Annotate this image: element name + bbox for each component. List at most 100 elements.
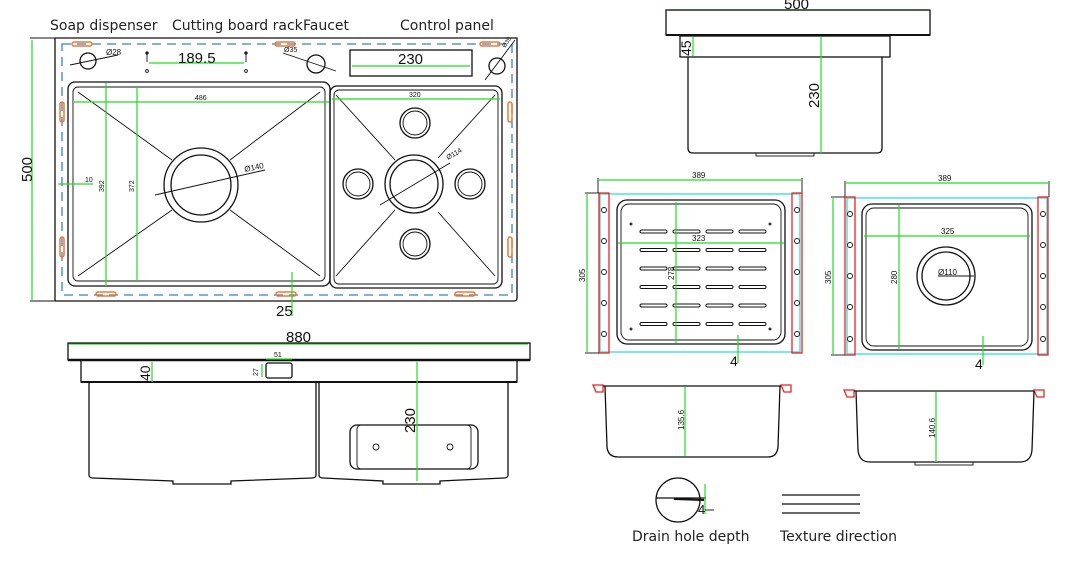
soap-dispenser-hole — [79, 52, 97, 70]
left-drain — [163, 147, 239, 223]
bowl-inner-height-label: 372 — [129, 180, 136, 192]
accessory-holes — [342, 107, 486, 260]
basket-right-inner-height-label: 280 — [890, 270, 899, 284]
drain-slot — [672, 285, 701, 289]
basket-left-outer-height-label: 305 — [578, 268, 587, 282]
soap-dia-label: Ø28 — [106, 48, 122, 57]
side-bowl-profile — [687, 57, 883, 154]
basket-right-depth-label: 140.6 — [928, 417, 937, 438]
left-bowl-width-label: 486 — [195, 95, 207, 102]
label-control-panel: Control panel — [400, 18, 494, 34]
drain-slot — [738, 322, 767, 326]
drain-slot — [738, 229, 767, 234]
drain-depth-value: 4 — [698, 502, 705, 517]
basket-left-inner-width-label: 323 — [692, 234, 706, 243]
drain-slot — [738, 285, 767, 289]
bowl-outer-height-label: 392 — [99, 180, 106, 192]
bottom-offset-label: 25 — [276, 303, 293, 320]
drain-slot — [738, 248, 767, 252]
basket-right-outer-width-label: 389 — [938, 174, 952, 183]
rack-spacing-label: 189.5 — [178, 50, 216, 67]
drain-slot — [738, 266, 767, 271]
total-width-label: 500 — [19, 157, 36, 182]
mounting-clips — [59, 41, 513, 297]
drain-slot — [639, 303, 668, 308]
drain-slot — [705, 266, 734, 271]
drain-slot — [705, 229, 734, 234]
drain-slot — [672, 248, 701, 252]
left-basket-profile: 135.6 — [592, 384, 792, 458]
corner-dia-label: Ø35 — [502, 36, 514, 49]
side-depth-label: 230 — [806, 83, 823, 108]
side-skirt — [679, 35, 891, 58]
drain-slot — [639, 248, 668, 252]
right-drain — [384, 154, 444, 214]
faucet-dia-label: Ø35 — [284, 47, 297, 54]
control-panel — [349, 49, 473, 77]
right-basket-profile: 140.6 — [843, 389, 1045, 466]
panel-width-label: 230 — [398, 51, 423, 68]
basket-right-drain — [916, 246, 976, 306]
basket-right-frame — [846, 197, 1048, 355]
right-basket-top: 389 Ø110 325 280 305 4 — [824, 174, 1050, 372]
rack-holes — [145, 51, 248, 73]
drain-slot — [705, 303, 734, 308]
basket-left-thickness-label: 4 — [730, 353, 738, 369]
right-bowl — [329, 85, 503, 289]
total-length-label: 880 — [286, 329, 311, 346]
drain-slot — [639, 285, 668, 289]
drain-slot — [672, 266, 701, 271]
label-faucet: Faucet — [303, 18, 350, 34]
faucet-hole — [306, 54, 326, 74]
drain-slot — [672, 229, 701, 234]
label-texture-direction: Texture direction — [779, 529, 897, 545]
basket-right-outer-height-label: 305 — [824, 270, 833, 284]
corner-hole — [488, 57, 506, 75]
bowl-depth-label: 230 — [402, 408, 419, 433]
legend-texture-direction: Texture direction — [779, 494, 897, 545]
top-view-outline — [55, 37, 518, 302]
drain-slot — [672, 303, 701, 308]
drain-slot — [705, 322, 734, 326]
drain-slot — [705, 248, 734, 252]
basket-left-depth-label: 135.6 — [677, 409, 686, 430]
basket-right-side-holes — [847, 211, 1046, 342]
drain-slot — [639, 229, 668, 234]
side-rim — [665, 9, 931, 36]
top-view: Ø28 189.5 Ø35 230 Ø35 Ø140 486 — [19, 36, 518, 320]
left-basket-top: 389 323 278 305 4 — [578, 171, 803, 369]
side-view: 500 45 230 — [665, 0, 931, 157]
overflow-height-label: 27 — [253, 368, 260, 376]
right-bowl-width-label: 320 — [409, 92, 421, 99]
label-drain-hole-depth: Drain hole depth — [632, 529, 749, 545]
basket-left-frame — [599, 193, 801, 353]
basket-right-inner-width-label: 325 — [941, 227, 955, 236]
overflow-width-label: 51 — [274, 352, 282, 359]
drain-slot — [672, 322, 701, 326]
basket-left-inner-height-label: 278 — [667, 266, 676, 280]
label-cutting-board-rack: Cutting board rack — [172, 18, 304, 34]
texture-lines-icon — [782, 494, 860, 514]
basket-right-thickness-label: 4 — [975, 356, 983, 372]
basket-drain-slots — [639, 229, 767, 326]
front-view: 880 51 27 40 230 — [67, 329, 531, 485]
left-drain-dia-label: Ø140 — [244, 161, 266, 174]
side-rim-height-label: 45 — [678, 40, 694, 56]
drain-slot — [639, 266, 668, 271]
basket-right-drain-dia-label: Ø110 — [938, 268, 958, 277]
legend-drain-hole-depth: 4 Drain hole depth — [632, 477, 749, 545]
rim-depth-label: 40 — [137, 365, 153, 381]
basket-left-side-holes — [601, 207, 800, 337]
overflow-slot — [265, 362, 293, 379]
label-soap-dispenser: Soap dispenser — [50, 18, 158, 34]
right-drain-dia-label: Ø114 — [446, 147, 464, 161]
mounting-outline — [61, 43, 513, 296]
left-bowl-profile — [88, 382, 317, 485]
drain-slot — [738, 303, 767, 308]
drain-slot — [705, 285, 734, 289]
left-margin-label: 10 — [85, 177, 93, 184]
side-width-label: 500 — [784, 0, 809, 13]
drain-slot — [639, 322, 668, 326]
basket-left-outer-width-label: 389 — [692, 171, 706, 180]
